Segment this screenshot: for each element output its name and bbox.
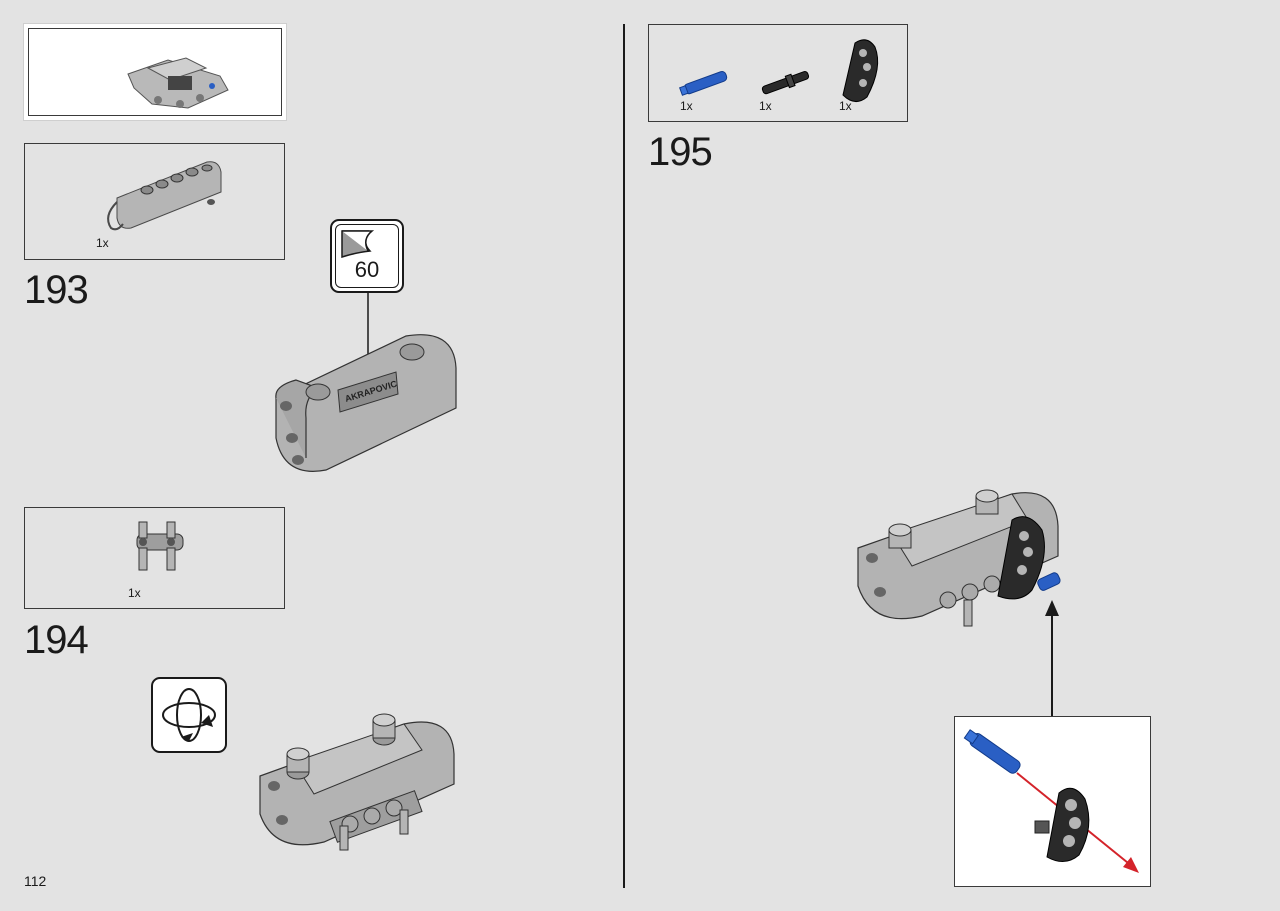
sticker-number: 60 (354, 257, 380, 282)
parts-box-195: 1x 1x 1x (648, 24, 908, 122)
previous-result-box (23, 23, 287, 121)
step-number-193: 193 (24, 268, 89, 312)
rotate-model-icon (151, 677, 227, 753)
part-qty: 1x (96, 236, 109, 250)
step-193-model: AKRAPOVIC (275, 334, 457, 472)
subassembly-detail-icon (963, 729, 1139, 873)
page-divider (623, 24, 625, 888)
step-number-194: 194 (24, 618, 89, 662)
panel-part-icon (107, 161, 222, 231)
parts-box-193: 1x (24, 143, 285, 260)
assembly-preview-icon (127, 57, 229, 109)
subassembly-box (954, 716, 1151, 887)
beam-bent-icon (842, 39, 879, 102)
step-194-model (259, 713, 455, 851)
step-195-model (857, 489, 1061, 627)
double-pin-connector-icon (136, 521, 184, 571)
insert-arrow-icon (1045, 600, 1059, 716)
step-number-195: 195 (648, 130, 713, 174)
blue-pin-icon (679, 71, 728, 96)
part-qty: 1x (680, 99, 693, 113)
page-number: 112 (24, 873, 47, 889)
part-qty: 1x (128, 586, 141, 600)
sticker-callout: 60 (330, 219, 404, 293)
part-qty: 1x (759, 99, 772, 113)
part-qty: 1x (839, 99, 852, 113)
black-axle-pin-icon (761, 71, 810, 95)
sticker-icon (341, 230, 375, 259)
parts-box-194: 1x (24, 507, 285, 609)
